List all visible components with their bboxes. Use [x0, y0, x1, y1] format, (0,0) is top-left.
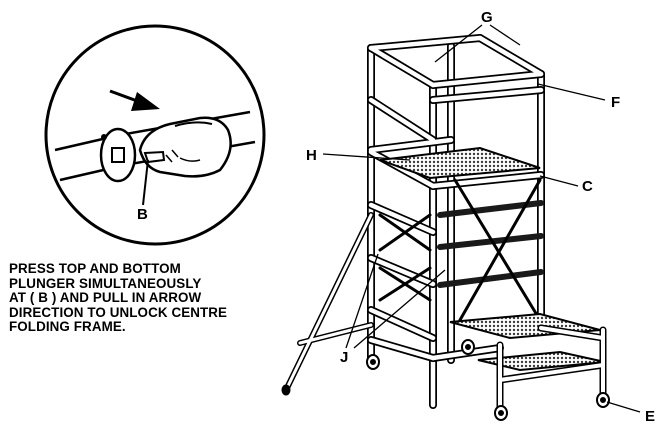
callout-c: C [582, 178, 593, 195]
pull-arrow-icon [109, 89, 160, 111]
callout-j: J [340, 349, 348, 366]
castor-wheels [366, 339, 610, 421]
plunger-detail [44, 24, 266, 246]
instruction-line: PLUNGER SIMULTANEOUSLY [9, 275, 202, 291]
leader-lines [322, 24, 641, 413]
instruction-line: PRESS TOP AND BOTTOM [9, 261, 181, 276]
callout-g: G [481, 9, 493, 26]
callout-e: E [645, 408, 655, 425]
instruction-line: AT ( B ) AND PULL IN ARROW [9, 290, 202, 306]
scaffold-tower [281, 34, 610, 421]
callout-f: F [611, 94, 620, 111]
callout-b: B [137, 206, 148, 223]
instruction-line: DIRECTION TO UNLOCK CENTRE [9, 304, 228, 320]
callout-h: H [306, 147, 317, 164]
instruction-line: FOLDING FRAME. [9, 319, 126, 335]
instruction-text: PRESS TOP AND BOTTOM PLUNGER SIMULTANEOU… [9, 261, 329, 335]
